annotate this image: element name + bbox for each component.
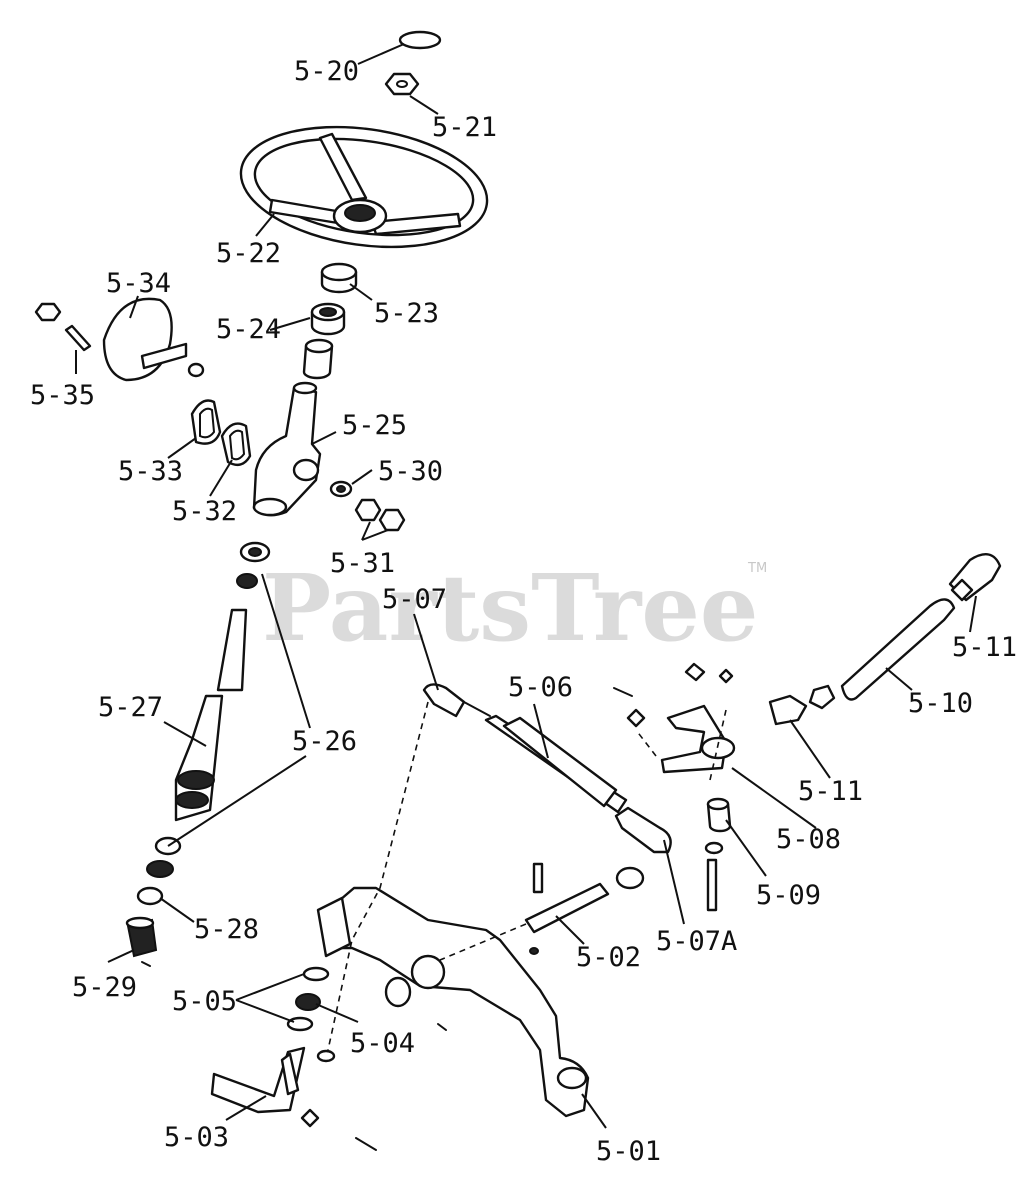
part-5-32-gasket[interactable] — [220, 422, 252, 467]
part-5-09-bushing-bolt[interactable] — [704, 797, 732, 912]
alignment-line-pin — [439, 923, 527, 961]
part-5-23-bushing[interactable] — [320, 262, 358, 294]
callout-5-29[interactable]: 5-29 — [72, 972, 137, 1003]
watermark-trademark: TM — [747, 561, 767, 576]
callout-5-25[interactable]: 5-25 — [342, 410, 407, 441]
callout-5-04[interactable]: 5-04 — [350, 1028, 415, 1059]
callout-5-35[interactable]: 5-35 — [30, 380, 95, 411]
part-5-26-bearing[interactable] — [236, 541, 271, 589]
alignment-line-arm — [635, 709, 727, 781]
alignment-line-kingpin-left — [327, 701, 429, 1051]
callout-5-28[interactable]: 5-28 — [194, 914, 259, 945]
part-5-30-washer[interactable] — [329, 480, 353, 498]
callout-5-02[interactable]: 5-02 — [576, 942, 641, 973]
callout-5-10[interactable]: 5-10 — [908, 688, 973, 719]
part-5-20-cap[interactable] — [398, 30, 442, 50]
callout-5-27[interactable]: 5-27 — [98, 692, 163, 723]
callout-5-24[interactable]: 5-24 — [216, 314, 281, 345]
part-5-07-ball-joint[interactable] — [422, 683, 491, 718]
callout-5-07a[interactable]: 5-07A — [656, 926, 737, 957]
callout-5-33[interactable]: 5-33 — [118, 456, 183, 487]
part-5-29-nut[interactable] — [125, 916, 158, 967]
callout-5-32[interactable]: 5-32 — [172, 496, 237, 527]
callout-5-09[interactable]: 5-09 — [756, 880, 821, 911]
part-5-11-ball-joint-outer[interactable] — [948, 553, 1002, 602]
callout-5-23[interactable]: 5-23 — [374, 298, 439, 329]
part-5-01-front-axle[interactable] — [316, 886, 590, 1118]
part-5-33-gasket[interactable] — [190, 399, 222, 445]
callout-5-34[interactable]: 5-34 — [106, 268, 171, 299]
part-5-34-plate[interactable] — [102, 297, 205, 382]
callout-5-11-outer[interactable]: 5-11 — [952, 632, 1017, 663]
callout-5-11-inner[interactable]: 5-11 — [798, 776, 863, 807]
part-5-07a-ball-joint[interactable] — [614, 806, 672, 854]
part-5-04-bearing[interactable] — [295, 976, 447, 1031]
part-5-21-nut[interactable] — [384, 72, 420, 96]
part-5-28-washers[interactable] — [136, 836, 182, 906]
callout-5-30[interactable]: 5-30 — [378, 456, 443, 487]
part-5-24-bushing[interactable] — [310, 302, 346, 336]
part-5-31-nuts[interactable] — [354, 498, 406, 532]
callout-5-22[interactable]: 5-22 — [216, 238, 281, 269]
callout-5-07[interactable]: 5-07 — [382, 584, 447, 615]
callout-5-26[interactable]: 5-26 — [292, 726, 357, 757]
part-5-10-tie-rod[interactable] — [840, 598, 956, 701]
part-5-35-bolt[interactable] — [34, 302, 92, 352]
callout-5-31[interactable]: 5-31 — [330, 548, 395, 579]
leader-lines — [75, 43, 977, 1129]
callout-5-03[interactable]: 5-03 — [164, 1122, 229, 1153]
part-5-27-steering-shaft[interactable] — [174, 608, 248, 822]
part-5-02-pin[interactable] — [524, 862, 645, 955]
part-5-25-steering-column[interactable] — [252, 338, 334, 517]
parts-tree-watermark: PartsTree — [262, 554, 758, 662]
part-5-06-drag-link[interactable] — [484, 714, 628, 814]
callout-5-08[interactable]: 5-08 — [776, 824, 841, 855]
part-5-11-ball-joint-inner[interactable] — [768, 684, 836, 726]
part-5-03-spindle[interactable] — [210, 1046, 377, 1151]
callout-5-01[interactable]: 5-01 — [596, 1136, 661, 1167]
callout-5-20[interactable]: 5-20 — [294, 56, 359, 87]
part-5-22-steering-wheel[interactable] — [233, 112, 495, 261]
part-5-08-steering-arm[interactable] — [613, 662, 736, 774]
callout-5-05[interactable]: 5-05 — [172, 986, 237, 1017]
callout-5-21[interactable]: 5-21 — [432, 112, 497, 143]
callout-5-06[interactable]: 5-06 — [508, 672, 573, 703]
